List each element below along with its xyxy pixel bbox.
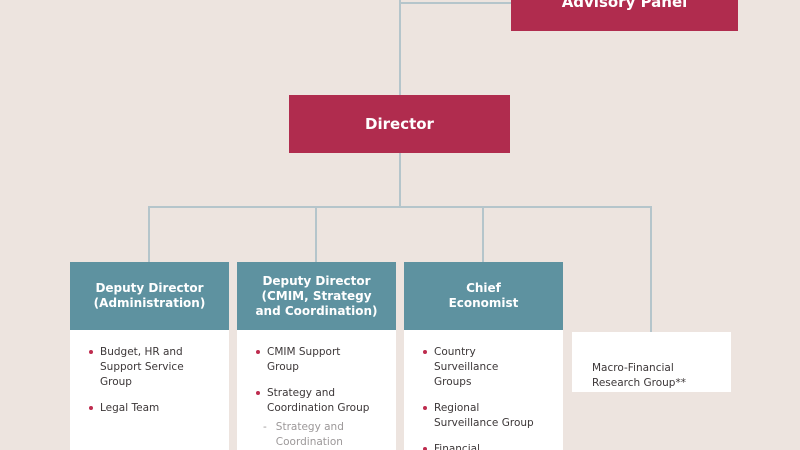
macro-financial-research-group-box: Macro-Financial Research Group** [572,332,731,392]
director-box: Director [289,95,510,153]
header-label: Chief Economist [448,281,519,310]
dash-icon: - [263,421,267,433]
list-item-label: Regional Surveillance Group [434,402,534,429]
bullet-icon [256,391,260,395]
sub-list-item: - Strategy and Coordination Team [237,420,392,450]
header-label: Deputy Director (CMIM, Strategy and Coor… [255,273,378,318]
body-deputy-director-administration: Budget, HR and Support Service Group Leg… [70,330,229,450]
list-item: Budget, HR and Support Service Group [70,345,225,390]
connector-drop-chief-economist [482,206,484,263]
advisory-panel-label: Advisory Panel [561,0,688,11]
connector-top-vertical [399,0,401,96]
bullet-icon [89,406,93,410]
connector-advisory-horizontal [399,2,512,4]
bullet-icon [89,350,93,354]
bullet-icon [423,350,427,354]
connector-drop-admin [148,206,150,263]
body-chief-economist: Country Surveillance Groups Regional Sur… [404,330,563,450]
bullet-icon [256,350,260,354]
connector-director-down [399,153,401,208]
macro-financial-research-group-label: Macro-Financial Research Group** [592,362,686,389]
list-item-label: Financial [434,443,480,450]
header-deputy-director-administration: Deputy Director (Administration) [70,262,229,330]
list-item-label: Country Surveillance Groups [434,346,499,388]
header-chief-economist: Chief Economist [404,262,563,330]
list-item: Country Surveillance Groups [404,345,559,390]
header-label: Deputy Director (Administration) [93,281,206,310]
bullet-icon [423,406,427,410]
list-item: Legal Team [70,401,225,416]
connector-drop-cmim [315,206,317,263]
advisory-panel-box: Advisory Panel [511,0,738,31]
list-item-label: Strategy and Coordination Group [267,387,370,414]
connector-drop-research [650,206,652,332]
body-deputy-director-cmim: CMIM Support Group Strategy and Coordina… [237,330,396,450]
director-label: Director [365,115,434,133]
list-item: Financial [404,442,559,450]
list-item: Regional Surveillance Group [404,401,559,431]
list-item-label: CMIM Support Group [267,346,341,373]
list-item: CMIM Support Group [237,345,392,375]
header-deputy-director-cmim: Deputy Director (CMIM, Strategy and Coor… [237,262,396,330]
bullet-icon [423,447,427,450]
list-item-label: Budget, HR and Support Service Group [100,346,184,388]
list-item: Strategy and Coordination Group [237,386,392,416]
list-item-label: Legal Team [100,402,160,414]
sub-list-item-label: Strategy and Coordination Team [275,421,344,448]
connector-main-horizontal [148,206,652,208]
